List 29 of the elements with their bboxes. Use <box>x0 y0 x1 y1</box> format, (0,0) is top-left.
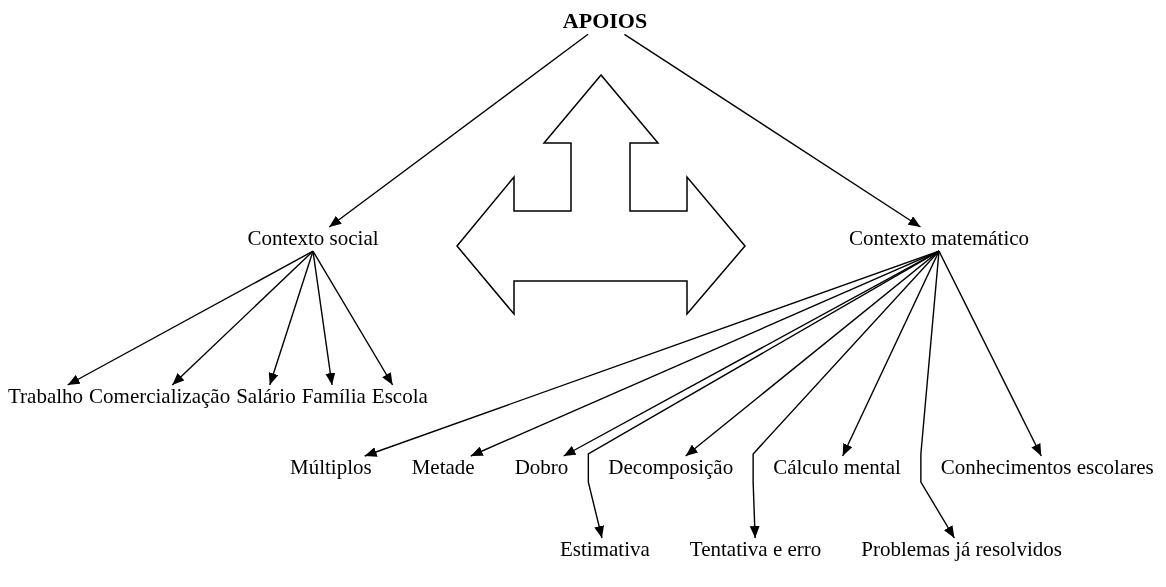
arrow <box>171 250 314 386</box>
concept-text: Metade <box>411 455 475 480</box>
concept-text: Conhecimentos escolares <box>940 455 1154 480</box>
arrow <box>328 33 589 228</box>
concept-text: Família <box>301 384 366 409</box>
arrow <box>470 250 940 457</box>
concept-text: Estimativa <box>560 537 650 562</box>
arrow <box>312 250 336 386</box>
arrow <box>938 250 1042 457</box>
arrow <box>920 250 956 539</box>
arrow <box>268 250 314 386</box>
concept-text: Cálculo mental <box>773 455 901 480</box>
arrow <box>587 250 940 539</box>
concept-text: Tentativa e erro <box>689 537 822 562</box>
concept-text: Múltiplos <box>290 455 372 480</box>
concept-text: Escola <box>371 384 428 409</box>
concept-text: Contexto social <box>247 226 379 251</box>
arrow <box>623 33 922 228</box>
concept-text: Contexto matemático <box>848 226 1030 251</box>
arrow <box>312 250 394 386</box>
arrow <box>749 250 940 539</box>
arrow <box>66 250 314 386</box>
concept-text: Decomposição <box>608 455 734 480</box>
concept-text: Trabalho <box>8 384 84 409</box>
concept-text: APOIOS <box>562 8 648 34</box>
concept-text: Dobro <box>514 455 569 480</box>
concept-text: Comercialização <box>89 384 231 409</box>
concept-text: Salário <box>236 384 296 409</box>
concept-text: Problemas já resolvidos <box>861 537 1062 562</box>
